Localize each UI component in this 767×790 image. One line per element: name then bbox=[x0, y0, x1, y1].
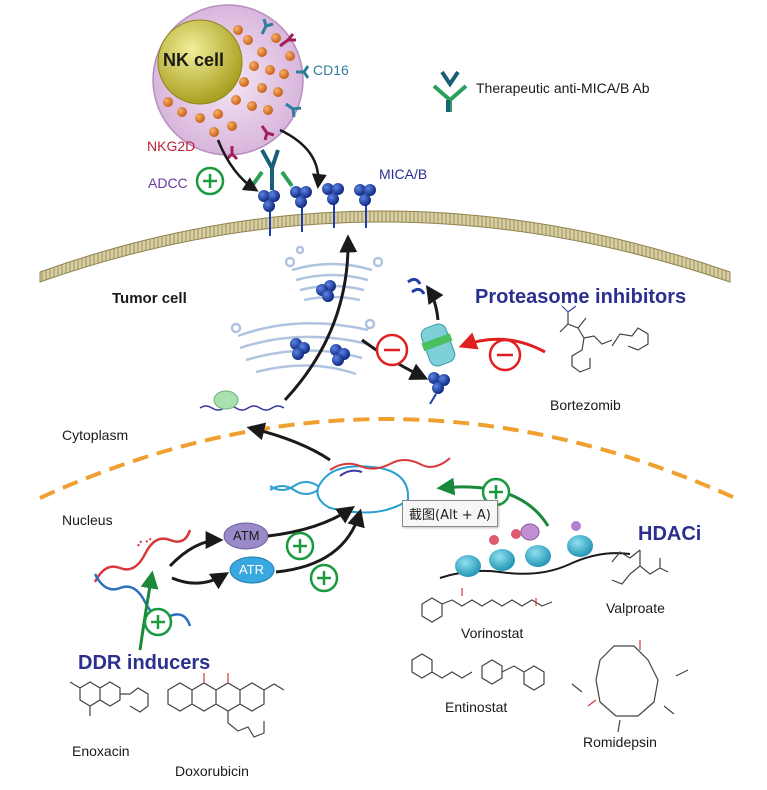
cytoplasm-label: Cytoplasm bbox=[62, 427, 129, 443]
ddr-inducers-label: DDR inducers bbox=[78, 652, 211, 674]
atr-kinase bbox=[229, 556, 275, 584]
nk-recognition-arrow bbox=[279, 128, 327, 189]
vorinostat-label: Vorinostat bbox=[461, 625, 524, 641]
valproate-label: Valproate bbox=[606, 600, 665, 616]
endoplasmic-reticulum bbox=[230, 318, 376, 376]
atm-to-transcription-arrow bbox=[267, 505, 355, 538]
nkg2d-label: NKG2D bbox=[147, 138, 196, 154]
vorinostat-structure bbox=[421, 588, 553, 623]
nucleus-label: Nucleus bbox=[62, 512, 113, 528]
ddr-activation-icon bbox=[143, 607, 173, 637]
atm-label: ATM bbox=[233, 528, 260, 543]
chromatin bbox=[439, 521, 631, 579]
entinostat-label: Entinostat bbox=[445, 699, 508, 715]
romidepsin-label: Romidepsin bbox=[583, 734, 657, 750]
entinostat-structure bbox=[411, 653, 545, 691]
romidepsin-structure bbox=[571, 640, 689, 733]
golgi-apparatus bbox=[284, 245, 384, 302]
damaged-dna bbox=[93, 529, 192, 627]
tumor-cell-label: Tumor cell bbox=[112, 290, 187, 307]
proteasome bbox=[407, 277, 456, 367]
nuclear-envelope bbox=[39, 417, 736, 500]
bortezomib-label: Bortezomib bbox=[550, 397, 621, 413]
dna-to-atm-arrow bbox=[168, 531, 224, 568]
trafficking-arrow bbox=[283, 234, 358, 402]
atr-to-transcription-arrow bbox=[275, 508, 365, 574]
mica-to-proteasome bbox=[428, 372, 450, 405]
adcc-activation-icon bbox=[195, 166, 225, 196]
doxorubicin-structure bbox=[167, 673, 285, 738]
dna-to-atr-arrow bbox=[171, 572, 230, 590]
tumor-cell-membrane bbox=[39, 210, 731, 283]
mrna-export-arrow bbox=[246, 422, 331, 462]
cytotoxic-granules bbox=[163, 25, 295, 137]
enoxacin-label: Enoxacin bbox=[72, 743, 130, 759]
atr-activation-icon bbox=[309, 563, 339, 593]
nk-cell bbox=[152, 4, 310, 161]
ddr-inducer-arrow bbox=[138, 570, 159, 651]
proteasome-inhibition-icon bbox=[488, 338, 522, 372]
hdaci-label: HDACi bbox=[638, 523, 702, 545]
enoxacin-structure bbox=[69, 681, 149, 716]
bortezomib-inhibition-arrow bbox=[458, 332, 546, 354]
cd16-label: CD16 bbox=[313, 62, 349, 78]
adcc-label: ADCC bbox=[148, 175, 188, 191]
mrna-ribosome bbox=[199, 390, 285, 411]
degradation-arrow bbox=[426, 285, 444, 321]
er-inhibition-icon bbox=[375, 333, 409, 367]
valproate-structure bbox=[611, 549, 669, 585]
proteasome-inhibitors-label: Proteasome inhibitors bbox=[475, 286, 687, 308]
bound-antibody bbox=[250, 149, 294, 190]
nkg2d-binding-arrow bbox=[216, 139, 259, 192]
mica-b-label: MICA/B bbox=[379, 166, 428, 182]
nk-cell-label: NK cell bbox=[163, 50, 225, 70]
atm-activation-icon bbox=[285, 531, 315, 561]
atr-label: ATR bbox=[239, 562, 265, 577]
hdaci-activation-icon bbox=[481, 477, 511, 507]
therapeutic-ab-label: Therapeutic anti-MICA/B Ab bbox=[476, 80, 650, 96]
screenshot-tooltip: 截图(Alt + A) bbox=[402, 500, 498, 527]
doxorubicin-label: Doxorubicin bbox=[175, 763, 249, 779]
antibody-legend-icon bbox=[432, 70, 468, 112]
bortezomib-structure bbox=[559, 305, 649, 373]
